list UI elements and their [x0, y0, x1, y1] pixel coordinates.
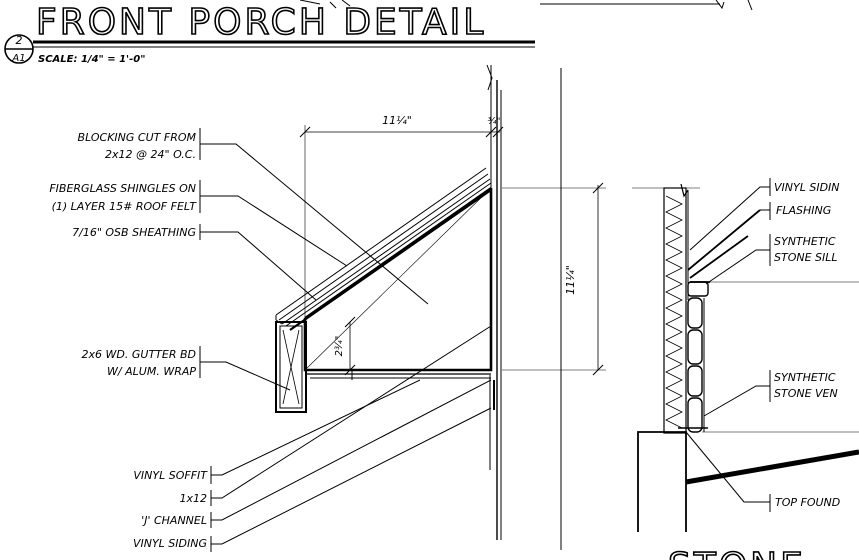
- partial-stone-title: STONE: [668, 546, 806, 560]
- label-vinyl-soffit: VINYL SOFFIT: [133, 469, 208, 482]
- drawing-title: FRONT PORCH DETAIL: [36, 2, 486, 43]
- porch-roof: [275, 167, 493, 380]
- label-gutter-line1: 2x6 WD. GUTTER BD: [82, 348, 196, 361]
- label-osb: 7/16" OSB SHEATHING: [72, 226, 196, 239]
- dim-height: 11¼": [564, 265, 577, 295]
- sheet-number: A1: [11, 53, 25, 64]
- gutter-board: [275, 321, 307, 413]
- label-gutter-line2: W/ ALUM. WRAP: [107, 365, 196, 378]
- label-vinyl-siding: VINYL SIDING: [133, 537, 207, 550]
- bottom-callouts: VINYL SOFFIT 1x12 'J' CHANNEL VINYL SIDI…: [133, 325, 492, 552]
- wall-section: [486, 64, 562, 550]
- label-blocking-line1: BLOCKING CUT FROM: [78, 131, 197, 144]
- label-blocking-line2: 2x12 @ 24" O.C.: [105, 148, 196, 161]
- label-right-flashing: FLASHING: [776, 204, 831, 217]
- label-j-channel: 'J' CHANNEL: [141, 514, 207, 527]
- left-callouts: BLOCKING CUT FROM 2x12 @ 24" O.C. FIBERG…: [49, 128, 429, 391]
- label-shingles-line1: FIBERGLASS SHINGLES ON: [49, 182, 196, 195]
- dim-gutter: 2¾": [334, 336, 345, 357]
- stone-sill-detail: [632, 183, 859, 532]
- label-veneer-line2: STONE VEN: [774, 387, 838, 400]
- right-callouts: VINYL SIDIN FLASHING SYNTHETIC STONE SIL…: [685, 178, 840, 512]
- label-right-vinyl-siding: VINYL SIDIN: [774, 181, 840, 194]
- label-top-foundation: TOP FOUND: [775, 496, 840, 509]
- drawing-scale: SCALE: 1/4" = 1'-0": [38, 54, 145, 65]
- label-1x12: 1x12: [179, 492, 207, 505]
- label-sill-line1: SYNTHETIC: [774, 235, 836, 248]
- dimension-lines: 11¼" ¾" 11¼" 2¾": [299, 114, 606, 376]
- detail-number: 2: [16, 34, 23, 47]
- label-shingles-line2: (1) LAYER 15# ROOF FELT: [52, 200, 198, 213]
- dim-top-small: ¾": [488, 117, 501, 127]
- label-veneer-line1: SYNTHETIC: [774, 371, 836, 384]
- title-block: 2 A1 FRONT PORCH DETAIL SCALE: 1/4" = 1'…: [4, 0, 753, 65]
- label-sill-line2: STONE SILL: [774, 251, 838, 264]
- dim-top-width: 11¼": [382, 114, 412, 127]
